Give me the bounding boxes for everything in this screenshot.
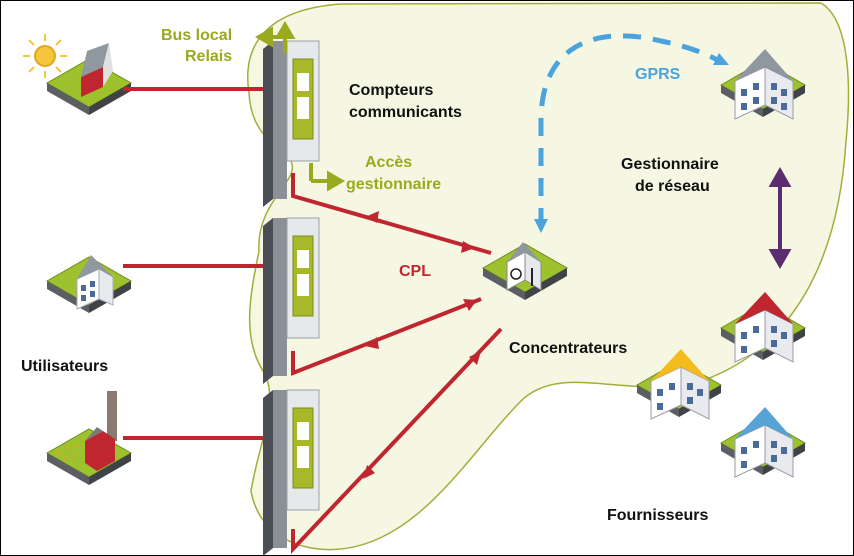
sun-icon: [23, 34, 67, 78]
bus-arrow-up: [274, 21, 296, 39]
label-relais: Relais: [185, 48, 233, 65]
cpl-link-2: [291, 297, 482, 376]
label-utilisateurs: Utilisateurs: [21, 358, 109, 375]
arrow-cpl-2a: [365, 337, 379, 349]
manager-supplier-link: [768, 166, 792, 270]
arrow-cpl-3b: [469, 351, 481, 365]
label-compteurs-2: communicants: [349, 104, 462, 121]
arrow-cpl-2b: [463, 299, 477, 311]
gprs-link: [538, 33, 721, 226]
cpl-link-3: [291, 327, 503, 555]
label-concentrateurs: Concentrateurs: [509, 340, 628, 357]
arrow-cpl-1a: [365, 211, 379, 223]
label-acces-2: gestionnaire: [346, 176, 442, 193]
label-gestionnaire-1: Gestionnaire: [621, 156, 719, 173]
arrow-cpl-1b: [461, 241, 475, 253]
label-fournisseurs: Fournisseurs: [607, 507, 709, 524]
label-gestionnaire-2: de réseau: [635, 178, 710, 195]
label-acces-1: Accès: [365, 154, 413, 171]
supplier-building-red: [720, 292, 806, 363]
concentrator-icon: [482, 242, 568, 301]
arrow-cpl-3a: [363, 465, 375, 479]
label-cpl: CPL: [399, 263, 431, 280]
house-icon: [46, 255, 132, 314]
bus-arrow-left: [255, 26, 273, 48]
farm-icon: [46, 391, 132, 486]
network-manager-building: [720, 49, 806, 120]
gprs-arrow-down: [534, 219, 548, 233]
supplier-building-yellow: [636, 349, 722, 420]
access-arrow-right: [327, 170, 345, 192]
label-gprs: GPRS: [635, 66, 681, 83]
house-solar-icon: [46, 43, 132, 116]
gprs-arrow-right: [713, 53, 729, 65]
cpl-link-1: [291, 173, 492, 255]
label-compteurs-1: Compteurs: [349, 82, 434, 99]
supplier-building-blue: [720, 407, 806, 478]
label-bus-local: Bus local: [161, 27, 233, 44]
